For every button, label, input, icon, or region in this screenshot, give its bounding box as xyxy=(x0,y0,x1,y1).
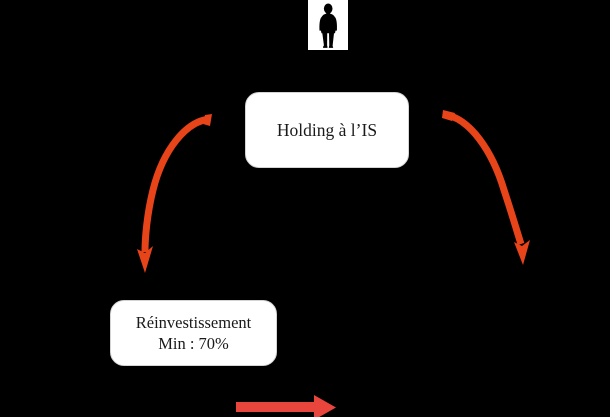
reinvestment-box[interactable]: Réinvestissement Min : 70% xyxy=(110,300,277,366)
right-curved-arrow xyxy=(442,110,530,265)
holding-box[interactable]: Holding à l’IS xyxy=(245,92,409,168)
left-curved-arrow xyxy=(137,114,212,273)
shareholder-person-plate xyxy=(308,0,348,50)
reinvestment-box-label: Réinvestissement xyxy=(135,312,252,332)
person-icon xyxy=(308,0,348,50)
reinvestment-box-minimum: Min : 70% xyxy=(158,334,229,353)
bottom-straight-arrow xyxy=(236,395,336,417)
holding-box-label: Holding à l’IS xyxy=(276,119,378,140)
